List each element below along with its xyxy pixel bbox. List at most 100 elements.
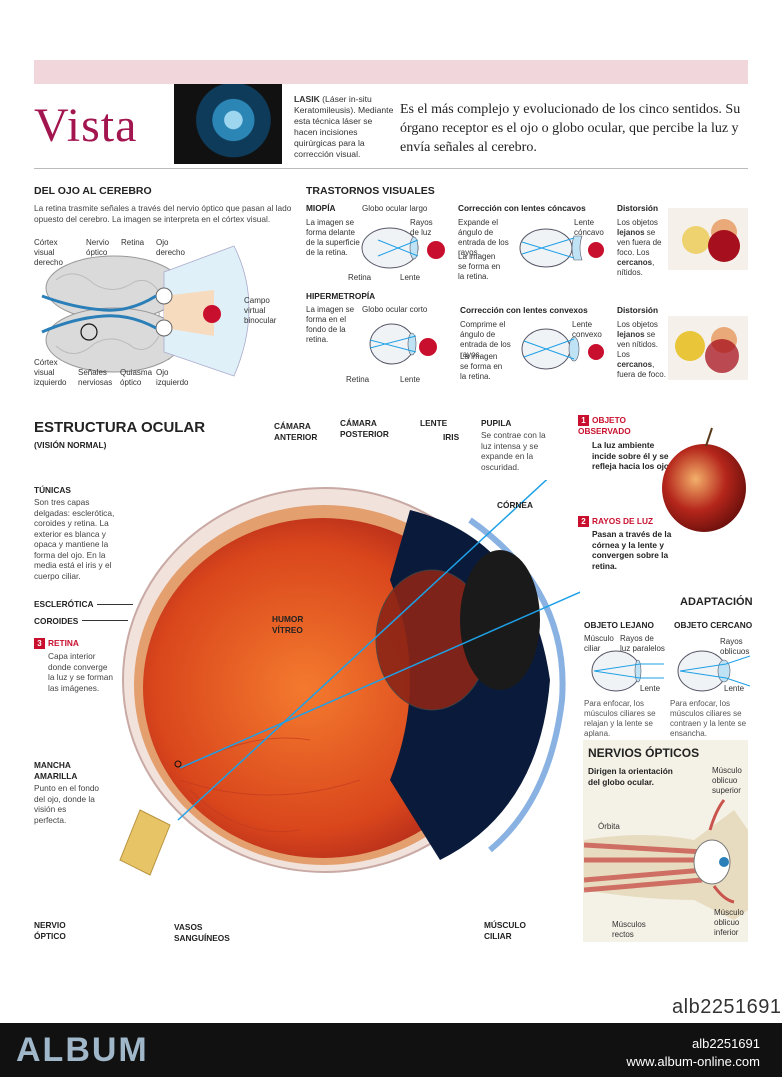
adapt-lejano-diagram xyxy=(591,650,664,692)
coroides-leader xyxy=(82,620,128,621)
light-ray-2 xyxy=(179,591,580,769)
hiper-dist-text: Los objetos lejanos se ven nítidos. Los … xyxy=(617,320,666,379)
eye-cross-section xyxy=(119,480,580,876)
iris-icon xyxy=(719,857,729,867)
nervios-heading: NERVIOS ÓPTICOS xyxy=(588,746,700,760)
apple-icon xyxy=(427,241,445,259)
stock-id: alb2251691 xyxy=(672,996,782,1018)
hiper-heading: HIPERMETROPÍA xyxy=(306,291,376,301)
album-logo: ALBUM xyxy=(16,1031,149,1069)
apple-icon xyxy=(588,242,604,258)
trastornos-heading: TRASTORNOS VISUALES xyxy=(306,185,435,197)
label-cortex-derecho: Córtex visual derecho xyxy=(34,238,63,267)
label-retina-cerebro: Retina xyxy=(121,238,145,247)
adapt-musculo: Músculo ciliar xyxy=(584,634,614,653)
apple-yellow-icon xyxy=(675,331,705,361)
miopia-globo: Globo ocular largo xyxy=(362,204,428,213)
page-title: Vista xyxy=(34,99,138,152)
pupil-shape xyxy=(460,550,540,690)
camara-anterior-label: CÁMARA ANTERIOR xyxy=(274,421,318,442)
label-ojo-izquierdo: Ojo izquierdo xyxy=(156,368,189,387)
footer-bar xyxy=(0,1023,782,1077)
label-cortex-izquierdo: Córtex visual izquierdo xyxy=(34,358,67,387)
light-ray-1 xyxy=(177,480,548,821)
nervios-sup: Músculo oblicuo superior xyxy=(712,766,742,795)
hiper-corr-lente: Lente convexo xyxy=(572,320,602,339)
miopia-retina: Retina xyxy=(348,273,372,282)
esclerotica-leader xyxy=(97,604,133,605)
label-quiasma: Quiasma óptico xyxy=(120,368,153,387)
hiper-corr-text: Comprime el ángulo de entrada de los ray… xyxy=(460,320,511,359)
apple-icon xyxy=(662,444,746,532)
rayos-text: Pasan a través de la córnea y la lente y… xyxy=(592,529,672,571)
musculo-label: MÚSCULO CILIAR xyxy=(484,920,526,941)
miopia-corr-lente: Lente cóncavo xyxy=(574,218,604,237)
left-eye-shape xyxy=(155,319,173,337)
optic-pathways xyxy=(41,294,157,334)
adapt-rayos-obl: Rayos oblicuos xyxy=(720,637,750,656)
apple-stem xyxy=(705,427,713,447)
apple-red-icon xyxy=(705,339,739,373)
camara-posterior-label: CÁMARA POSTERIOR xyxy=(340,418,389,439)
coroides-label: COROIDES xyxy=(34,616,79,626)
rectus-muscles xyxy=(584,842,705,893)
pupila-text: Se contrae con la luz intensa y se expan… xyxy=(481,430,546,472)
objeto-text: La luz ambiente incide sobre él y se ref… xyxy=(592,440,676,471)
miopia-corr-text: Expande el ángulo de entrada de los rayo… xyxy=(458,218,509,257)
adapt-lejano-heading: OBJETO LEJANO xyxy=(584,620,654,630)
miopia-lente: Lente xyxy=(400,273,421,282)
ojo-cerebro-text: La retina trasmite señales a través del … xyxy=(34,203,292,224)
brain-diagram xyxy=(41,245,250,377)
mancha-text: Punto en el fondo del ojo, donde la visi… xyxy=(34,783,100,825)
oblique-inferior-muscle xyxy=(712,885,735,904)
miopia-correction-diagram xyxy=(519,228,604,268)
adapt-lente: Lente xyxy=(640,684,661,693)
binocular-target xyxy=(203,305,221,323)
observed-apple-photo xyxy=(662,427,746,532)
adapt-rayos-par: Rayos de luz paralelos xyxy=(620,634,665,653)
hiper-lente: Lente xyxy=(400,375,421,384)
eyeball-shape xyxy=(693,839,731,885)
hiper-globo: Globo ocular corto xyxy=(362,305,428,314)
header-band xyxy=(34,60,748,84)
estructura-heading: ESTRUCTURA OCULAR xyxy=(34,419,206,436)
humor-label: HUMOR VÍTREO xyxy=(272,614,304,635)
nervios-inf: Músculo oblicuo inferior xyxy=(714,908,744,937)
miopia-eye-diagram xyxy=(361,227,445,269)
oblique-superior-muscle xyxy=(708,799,726,831)
miopia-corr-heading: Corrección con lentes cóncavos xyxy=(458,203,586,213)
footer-url[interactable]: www.album-online.com xyxy=(626,1054,760,1069)
lasik-caption: LASIK (Láser in-situ Keratomileusis). Me… xyxy=(294,94,394,159)
label-senales: Señales nerviosas xyxy=(78,368,113,387)
label-ojo-derecho: Ojo derecho xyxy=(156,238,185,257)
mancha-heading: MANCHA AMARILLA xyxy=(34,760,78,781)
tunicas-heading: TÚNICAS xyxy=(34,485,71,495)
apple-red-icon xyxy=(708,230,740,262)
nervios-text: Dirigen la orientación del globo ocular. xyxy=(588,766,673,787)
adapt-lejano-text: Para enfocar, los músculos ciliares se r… xyxy=(584,699,656,738)
adapt-cercano-text: Para enfocar, los músculos ciliares se c… xyxy=(670,699,747,738)
header-divider xyxy=(34,168,748,169)
label-campo-binocular: Campo virtual binocular xyxy=(244,296,277,325)
nervio-label: NERVIO ÓPTICO xyxy=(34,920,66,941)
lasik-photo xyxy=(174,84,282,164)
lente-label: LENTE xyxy=(420,418,448,428)
orbit-shape xyxy=(584,810,748,920)
miopia-corr-text2: La imagen se forma en la retina. xyxy=(458,252,501,281)
hiper-retina: Retina xyxy=(346,375,370,384)
ojo-cerebro-heading: DEL OJO AL CEREBRO xyxy=(34,185,152,197)
hiper-text: La imagen se forma en el fondo de la ret… xyxy=(306,305,355,344)
tunicas-text: Son tres capas delgadas: esclerótica, co… xyxy=(34,497,115,581)
footer-id: alb2251691 xyxy=(692,1036,760,1051)
miopia-rayos: Rayos de luz xyxy=(410,218,433,237)
adapt-lente-2: Lente xyxy=(724,684,745,693)
optic-muscles-diagram xyxy=(584,799,748,920)
label-nervio-optico: Nervio óptico xyxy=(86,238,110,257)
optic-nerve-shape xyxy=(119,809,171,876)
miopia-apples-photo xyxy=(668,208,748,270)
hiper-dist-heading: Distorsión xyxy=(617,305,659,315)
esclerotica-label: ESCLERÓTICA xyxy=(34,599,94,609)
